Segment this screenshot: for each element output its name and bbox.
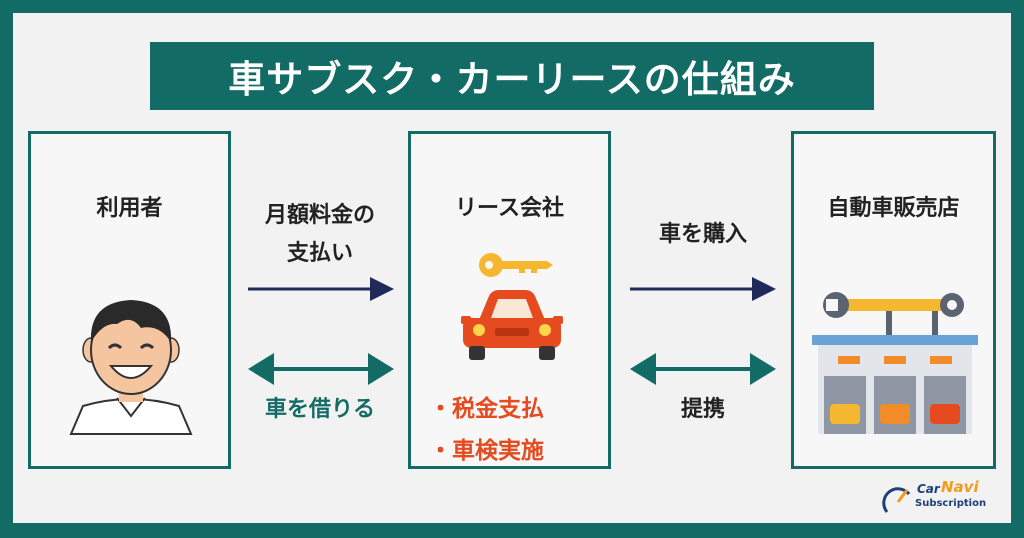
logo-car-text: Car <box>917 482 940 496</box>
monthly-fee-line1: 月額料金の <box>264 203 375 228</box>
user-box: 利用者 <box>28 131 231 469</box>
car-navi-logo: Car Navi Subscription <box>882 478 993 518</box>
rent-car-label: 車を借りる <box>264 397 375 422</box>
diagram-title: 車サブスク・カーリースの仕組み <box>150 42 874 110</box>
tax-payment-item: ・税金支払 <box>429 396 544 422</box>
monthly-fee-line2: 支払い <box>286 241 353 266</box>
partnership-label: 提携 <box>680 397 725 422</box>
key-icon <box>479 253 553 277</box>
smiling-man-icon <box>69 300 193 435</box>
logo-subscription-text: Subscription <box>915 498 987 509</box>
car-repair-shop-icon <box>812 292 978 434</box>
lease-company-box: リース会社 ・税金支払 ・車検実施 <box>408 131 611 469</box>
payment-arrow <box>248 277 394 301</box>
monthly-fee-label: 月額料金の 支払い <box>235 197 405 273</box>
inspection-item: ・車検実施 <box>429 438 544 464</box>
user-label: 利用者 <box>96 196 163 221</box>
logo-navi-text: Navi <box>941 478 979 496</box>
partnership-double-arrow <box>630 353 776 385</box>
red-car-icon <box>461 290 563 360</box>
purchase-car-label: 車を購入 <box>658 222 747 247</box>
rent-double-arrow <box>248 353 394 385</box>
dealer-box: 自動車販売店 <box>791 131 996 469</box>
purchase-arrow <box>630 277 776 301</box>
lease-company-label: リース会社 <box>455 196 564 221</box>
dealer-label: 自動車販売店 <box>827 196 960 221</box>
speedometer-icon <box>882 487 911 513</box>
